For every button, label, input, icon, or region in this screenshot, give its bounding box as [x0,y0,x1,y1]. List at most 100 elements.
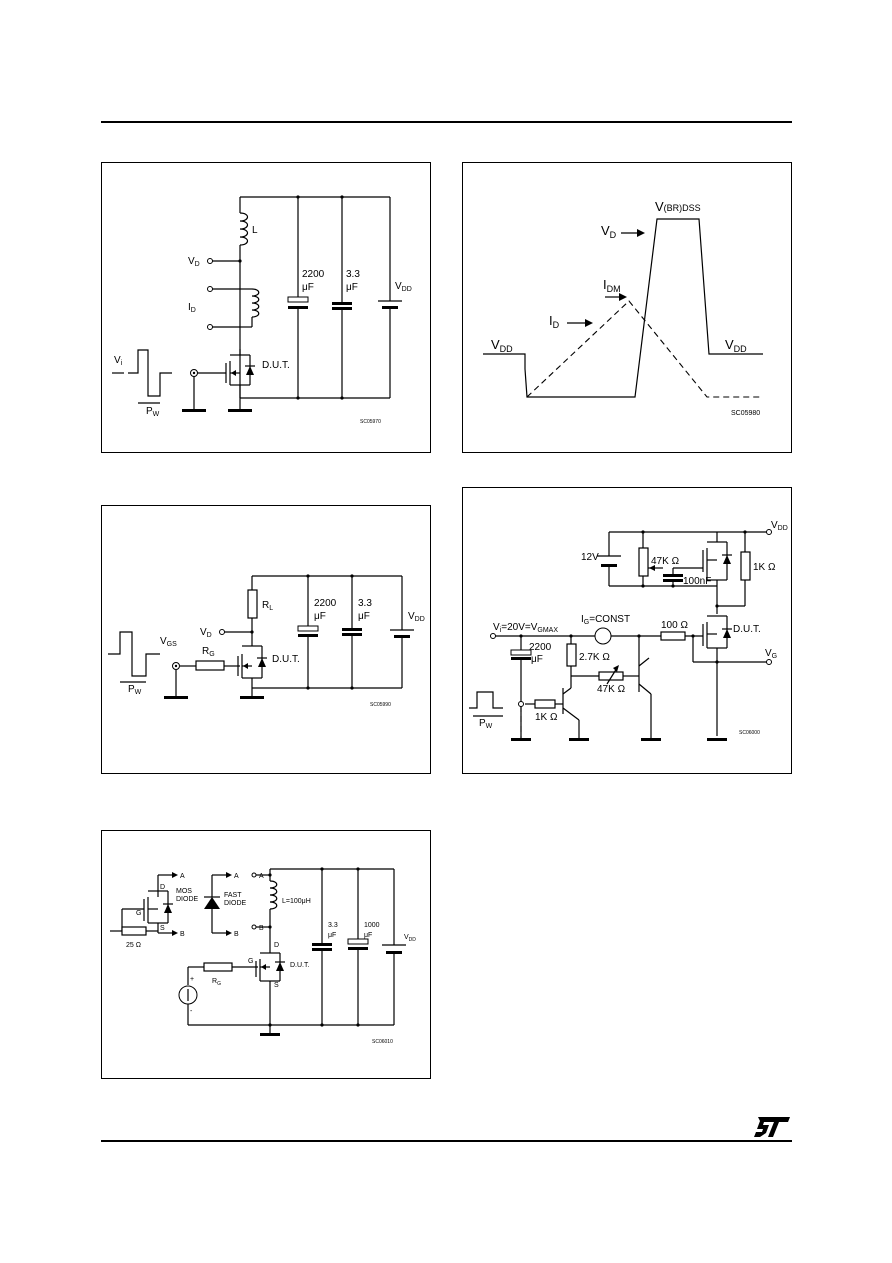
idm-label: IDM [603,277,621,294]
ground-symbol [260,1033,280,1036]
dut-label: D.U.T. [262,360,290,371]
pw-label: PW [146,406,160,418]
figure-unclamped-inductive-waveform: V(BR)DSS VD IDM ID VDD VDD SC05980 [462,162,792,453]
mos-a-label: A [180,873,185,880]
r1k-top-label: 1K Ω [753,562,776,573]
capacitor-3-3uf [332,302,352,310]
c2-value: 3.3 [346,269,360,280]
vd-arrow [621,229,645,237]
c1-unit: μF [302,282,314,293]
c2-unit: μF [358,611,370,622]
c1-unit: μF [314,611,326,622]
c2-value: 1000 [364,922,380,929]
mosfet-dut [225,349,255,398]
source-plus-label: + [190,976,194,983]
r47k-pot-label: 47K Ω [597,684,626,695]
dut-d-label: D [274,942,279,949]
terminal-nodes [172,574,354,690]
capacitor-3-3uf [342,628,362,636]
c2200-value: 2200 [529,642,552,653]
c2200-unit: μF [531,654,543,665]
mosfet-top [702,541,732,581]
capacitor-2200uf [287,296,309,309]
ig-const-label: IG=CONST [581,614,630,626]
footer-rule [101,1140,792,1142]
vdd-label: VDD [771,520,788,532]
circuit-wiring [175,575,403,696]
main-b-label: B [259,925,264,932]
vgs-label: VGS [160,636,177,648]
c1-value: 2200 [302,269,325,280]
circuit-wiring [193,196,391,409]
c1-value: 2200 [314,598,337,609]
idm-arrow [605,293,627,301]
ground-symbols [182,409,252,412]
input-pulse-waveform [112,349,172,404]
id-label: ID [549,313,560,330]
input-pulse-waveform [469,691,503,717]
vi-formula-label: Vi=20V=VGMAX [493,622,558,634]
vg-label: VG [765,648,777,660]
r47k-label: 47K Ω [651,556,680,567]
mos-d-label: D [160,884,165,891]
capacitor-2200uf [297,625,319,637]
c2-unit: μF [346,282,358,293]
fast-label: FAST [224,892,242,899]
fast-a-label: A [234,873,239,880]
fast-diode-label: DIODE [224,900,247,907]
source-minus-label: - [190,1008,193,1015]
figure-diode-recovery-test-circuit: A D MOS DIODE G S B 25 Ω A FAST DIODE B … [101,830,431,1079]
mos-b-label: B [180,931,185,938]
vdd-label: VDD [404,934,416,943]
ground-symbols [164,696,264,699]
capacitor-100nf [663,574,683,582]
vd-label: VD [188,256,200,268]
vdd-left-label: VDD [491,337,513,354]
dut-g-label: G [248,958,253,965]
pw-label: PW [479,718,493,730]
mos-diode-label: DIODE [176,896,199,903]
figure-code: SC06010 [372,1039,393,1045]
capacitor-1000uf [347,938,369,950]
figure-code: SC06000 [739,730,760,736]
battery-12v [597,555,621,567]
terminal-nodes [190,195,344,400]
mosfet-dut [237,644,267,679]
terminal-nodes [251,867,360,1027]
terminal-nodes [490,529,772,707]
figure-switching-times-test-circuit: RL VD VGS RG PW D.U.T. 2200 μF 3.3 μF VD… [101,505,431,774]
id-label: ID [188,302,196,314]
mosfet-dut [702,615,732,649]
id-waveform [526,300,763,398]
c1-value: 3.3 [328,922,338,929]
mos-s-label: S [160,925,165,932]
ground-symbols [511,738,727,741]
c100n-label: 100nF [683,576,711,587]
vdd-label: VDD [408,611,425,623]
rg-label: RG [202,646,215,658]
figure-gate-charge-test-circuit: VDD 12V 47K Ω 100nF 1K Ω Vi=20V=VGMAX IG… [462,487,792,774]
mos-label: MOS [176,888,192,895]
dut-label: D.U.T. [733,624,761,635]
vdd-right-label: VDD [725,337,747,354]
capacitor-3-3uf [312,943,332,951]
id-arrow [567,319,593,327]
vd-waveform [483,218,763,398]
c2-unit: μF [364,932,372,939]
fast-b-label: B [234,931,239,938]
dut-label: D.U.T. [290,962,310,969]
rg-label: RG [212,978,221,987]
fast-diode-subcircuit [204,872,232,936]
vd-label: VD [601,223,617,240]
rl-label: RL [262,600,273,612]
mosfet-dut [255,952,285,982]
inductor-label: L=100μH [282,898,311,905]
c2-value: 3.3 [358,598,372,609]
battery-vdd [390,629,414,638]
battery-vdd [378,300,402,309]
mos-g-label: G [136,910,141,917]
st-logo: ST [754,1117,790,1137]
figure-code: SC05990 [370,702,391,708]
battery-12v-label: 12V [581,552,599,563]
figure-unclamped-inductive-load-circuit: L VD ID 2200 μF 3.3 μF VDD Vi PW D.U.T. … [101,162,431,453]
